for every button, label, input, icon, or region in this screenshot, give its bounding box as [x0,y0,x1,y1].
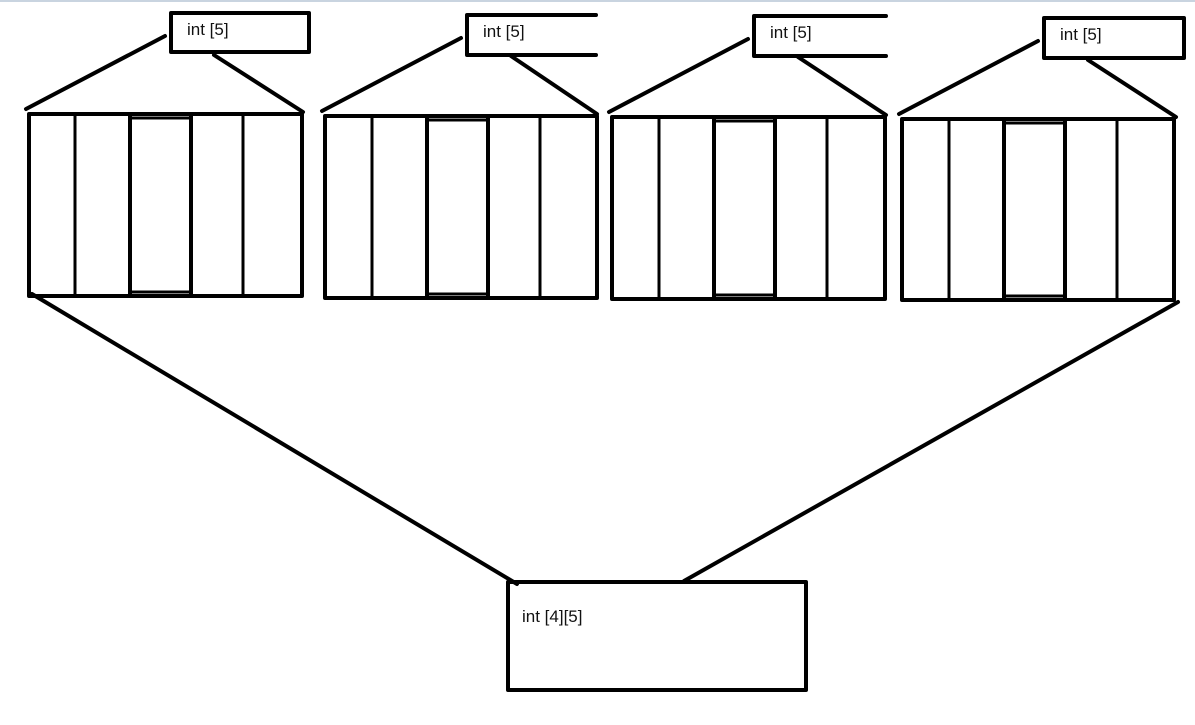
row-label-4: int [5] [1060,25,1102,44]
connector-line [509,54,599,116]
row-array-3 [610,115,887,301]
connector-line [212,53,305,114]
row-label-2: int [5] [483,22,525,41]
connector-line [682,300,1180,583]
array-2d-label: int [4][5] [522,607,582,626]
connector-line [607,37,750,114]
connector-line [30,292,519,586]
row-label-box-4 [1042,16,1186,60]
array-2d-group: int [4][5] [30,292,1180,692]
connector-line [1086,58,1178,119]
connector-line [897,39,1040,116]
row-label-box-1 [169,11,311,54]
row-group-2: int [5] [320,13,599,300]
row-label-1: int [5] [187,20,229,39]
connector-line [320,36,463,113]
row-label-box-2 [465,13,598,57]
array-2d-box [506,580,808,692]
connector-line [796,55,888,117]
connector-line [24,34,167,111]
row-group-4: int [5] [897,16,1186,302]
row-array-1 [27,112,304,298]
row-array-2 [323,114,599,300]
row-array-4 [900,117,1176,302]
row-label-3: int [5] [770,23,812,42]
row-label-box-3 [752,14,888,58]
window-top-border [0,0,1195,2]
row-group-1: int [5] [24,11,311,298]
row-group-3: int [5] [607,14,888,301]
